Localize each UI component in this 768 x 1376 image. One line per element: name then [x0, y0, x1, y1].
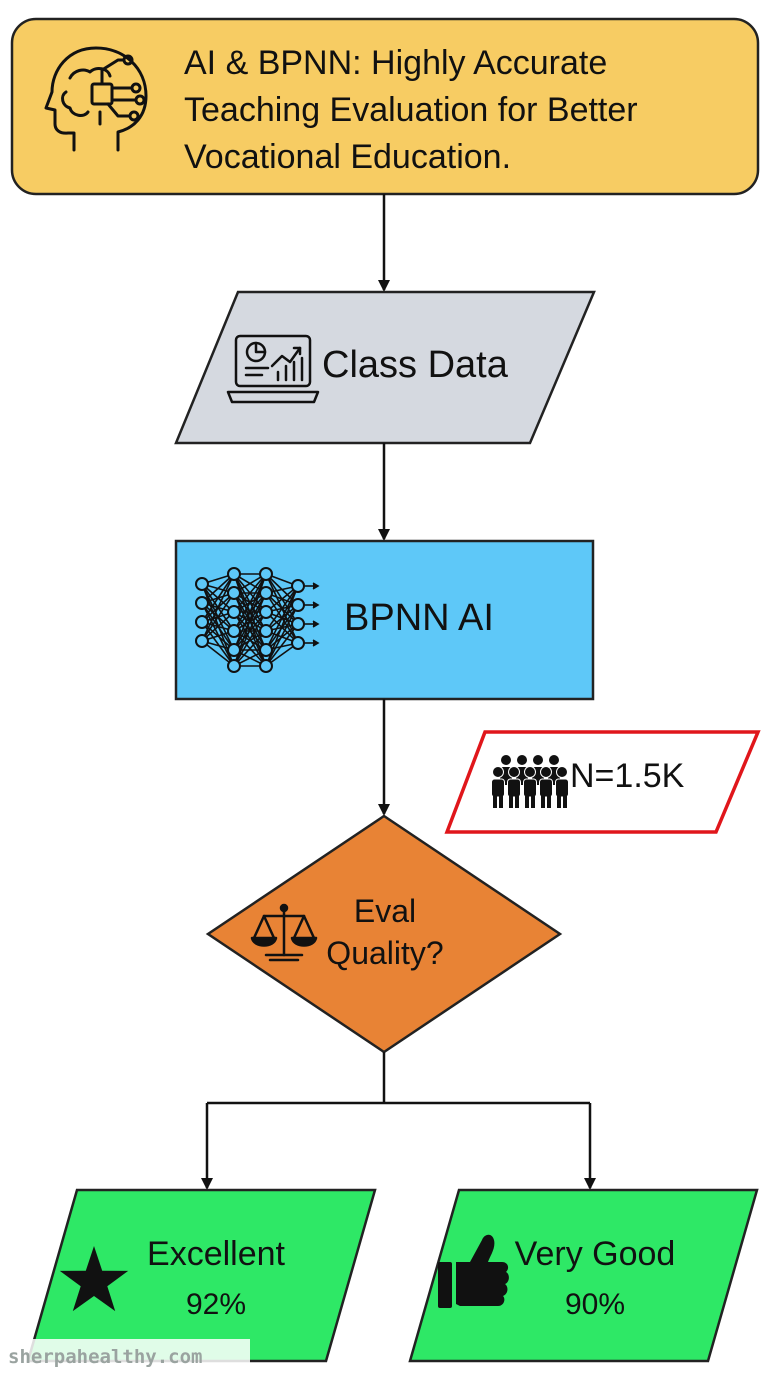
title-line-1: AI & BPNN: Highly Accurate	[184, 44, 608, 82]
ai-head-circuit-icon	[44, 46, 148, 152]
watermark: sherpahealthy.com	[0, 1339, 250, 1376]
laptop-chart-icon	[226, 334, 320, 404]
decision-line-2: Quality?	[326, 935, 444, 971]
input-parallelogram	[174, 290, 596, 445]
sample-size-label: N=1.5K	[570, 757, 685, 795]
outcome-excellent-box	[26, 1188, 377, 1363]
process-label: BPNN AI	[344, 597, 494, 639]
outcome-very-good-box	[408, 1188, 759, 1363]
neural-network-icon	[195, 567, 320, 673]
title-text: AI & BPNN: Highly Accurate Teaching Eval…	[184, 40, 744, 181]
outcome-very-good-label: Very Good	[514, 1235, 676, 1273]
star-icon	[59, 1246, 129, 1312]
outcome-very-good-value: 90%	[564, 1288, 626, 1321]
decision-line-1: Eval	[353, 893, 417, 929]
thumbs-up-icon	[438, 1234, 509, 1308]
outcome-excellent-label: Excellent	[147, 1235, 285, 1273]
input-label: Class Data	[322, 344, 508, 386]
title-line-2: Teaching Evaluation for Better	[184, 91, 638, 129]
outcome-excellent-value: 92%	[185, 1288, 247, 1321]
title-line-3: Vocational Education.	[184, 138, 512, 176]
decision-label: Eval Quality?	[300, 890, 470, 974]
people-group-icon	[491, 755, 569, 808]
balance-scale-icon	[250, 903, 318, 962]
